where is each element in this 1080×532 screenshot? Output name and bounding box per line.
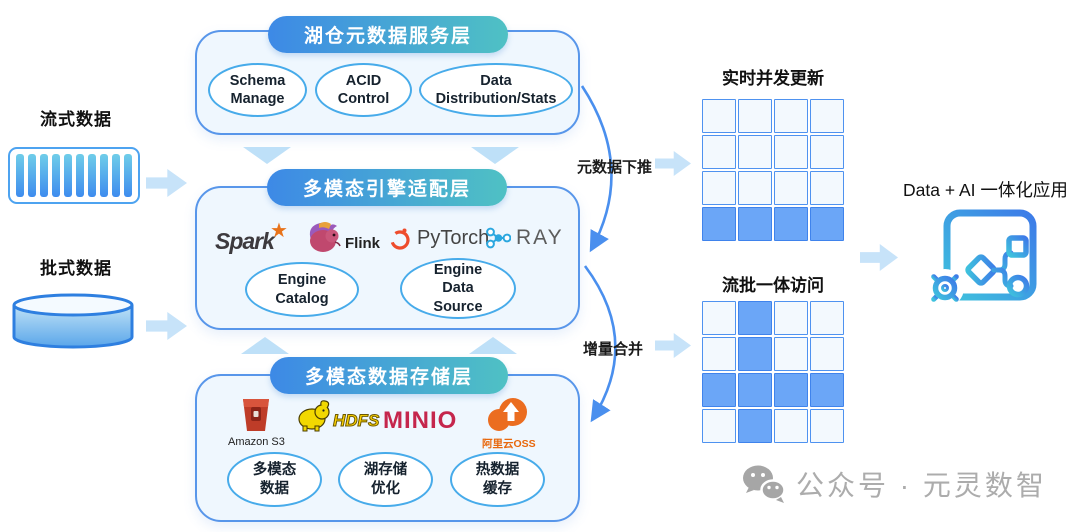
pill-lake-storage-opt: 湖存储优化 bbox=[338, 452, 433, 507]
flink-logo: Flink bbox=[305, 220, 380, 254]
grid-cell bbox=[774, 409, 808, 443]
incremental-merge-label: 增量合并 bbox=[583, 341, 644, 358]
grid-cell bbox=[810, 409, 844, 443]
grid-cell bbox=[702, 373, 736, 407]
metadata-pushdown-label: 元数据下推 bbox=[577, 159, 653, 176]
grid-cell bbox=[774, 337, 808, 371]
grid-cell bbox=[702, 135, 736, 169]
grid-cell bbox=[738, 135, 772, 169]
engine-adapter-layer-box bbox=[195, 186, 580, 330]
grid-cell bbox=[738, 99, 772, 133]
grid-cell bbox=[810, 301, 844, 335]
grid-cell bbox=[810, 207, 844, 241]
pill-engine-catalog: Engine Catalog bbox=[245, 262, 359, 317]
pill-multimodal-data: 多模态数据 bbox=[227, 452, 322, 507]
right-arrow-icon bbox=[146, 169, 187, 197]
grid-cell bbox=[702, 207, 736, 241]
grid-cell bbox=[702, 301, 736, 335]
grid-cell bbox=[702, 171, 736, 205]
grid-cell bbox=[738, 301, 772, 335]
realtime-update-grid bbox=[702, 99, 844, 241]
pytorch-flame-icon bbox=[390, 228, 410, 250]
down-triangle-icon bbox=[243, 147, 291, 164]
grid-cell bbox=[774, 301, 808, 335]
right-arrow-icon bbox=[655, 333, 691, 358]
flink-squirrel-icon bbox=[309, 222, 341, 252]
storage-layer-title: 多模态数据存储层 bbox=[270, 357, 508, 394]
pill-acid-control: ACID Control bbox=[315, 63, 412, 117]
grid-cell bbox=[702, 337, 736, 371]
wechat-icon bbox=[743, 465, 786, 503]
aliyun-oss-label: 阿里云OSS bbox=[482, 438, 536, 450]
pytorch-logo: PyTorch bbox=[388, 225, 489, 251]
ray-logo: RAY bbox=[485, 226, 564, 250]
stream-batch-access-title: 流批一体访问 bbox=[722, 276, 824, 295]
watermark-text: 公众号 · 元灵数智 bbox=[796, 470, 1047, 501]
database-cylinder-icon bbox=[12, 293, 134, 349]
batch-data-label: 批式数据 bbox=[40, 259, 112, 278]
spark-star-icon: ★ bbox=[269, 220, 288, 242]
grid-cell bbox=[738, 207, 772, 241]
grid-cell bbox=[702, 99, 736, 133]
pill-data-distribution-stats: Data Distribution/Stats bbox=[419, 63, 573, 117]
data-ai-app-label: Data + AI 一体化应用 bbox=[903, 180, 1068, 200]
grid-cell bbox=[738, 409, 772, 443]
up-triangle-icon bbox=[469, 337, 517, 354]
amazon-s3-bucket-icon bbox=[243, 399, 269, 431]
realtime-update-title: 实时并发更新 bbox=[722, 69, 824, 88]
grid-cell bbox=[738, 373, 772, 407]
metadata-service-layer-title: 湖仓元数据服务层 bbox=[268, 16, 508, 53]
minio-logo: MINIO bbox=[383, 407, 458, 434]
hdfs-elephant-icon bbox=[298, 400, 330, 432]
grid-cell bbox=[774, 207, 808, 241]
amazon-s3-label: Amazon S3 bbox=[228, 436, 285, 448]
down-triangle-icon bbox=[471, 147, 519, 164]
grid-cell bbox=[774, 373, 808, 407]
grid-cell bbox=[738, 171, 772, 205]
data-ai-app-icon bbox=[926, 209, 1037, 307]
grid-cell bbox=[774, 99, 808, 133]
grid-cell bbox=[774, 171, 808, 205]
right-arrow-icon bbox=[860, 244, 898, 271]
grid-cell bbox=[774, 135, 808, 169]
grid-cell bbox=[810, 373, 844, 407]
aliyun-oss-cloud-icon bbox=[488, 398, 527, 431]
grid-cell bbox=[810, 135, 844, 169]
hdfs-logo: HDFS bbox=[295, 400, 380, 432]
up-triangle-icon bbox=[241, 337, 289, 354]
stream-bars-icon bbox=[8, 147, 140, 204]
pill-engine-data-source: Engine Data Source bbox=[400, 258, 516, 319]
pill-schema-manage: Schema Manage bbox=[208, 63, 307, 117]
grid-cell bbox=[810, 171, 844, 205]
engine-adapter-layer-title: 多模态引擎适配层 bbox=[267, 169, 507, 206]
pill-hot-data-cache: 热数据缓存 bbox=[450, 452, 545, 507]
stream-batch-access-grid bbox=[702, 301, 844, 443]
grid-cell bbox=[810, 99, 844, 133]
watermark: 公众号 · 元灵数智 bbox=[742, 464, 1047, 504]
grid-cell bbox=[810, 337, 844, 371]
ray-molecule-icon bbox=[486, 227, 511, 249]
grid-cell bbox=[702, 409, 736, 443]
right-arrow-icon bbox=[655, 151, 691, 176]
spark-logo: Spark ★ bbox=[215, 220, 288, 254]
grid-cell bbox=[738, 337, 772, 371]
right-arrow-icon bbox=[146, 312, 187, 340]
streaming-data-label: 流式数据 bbox=[40, 110, 112, 129]
